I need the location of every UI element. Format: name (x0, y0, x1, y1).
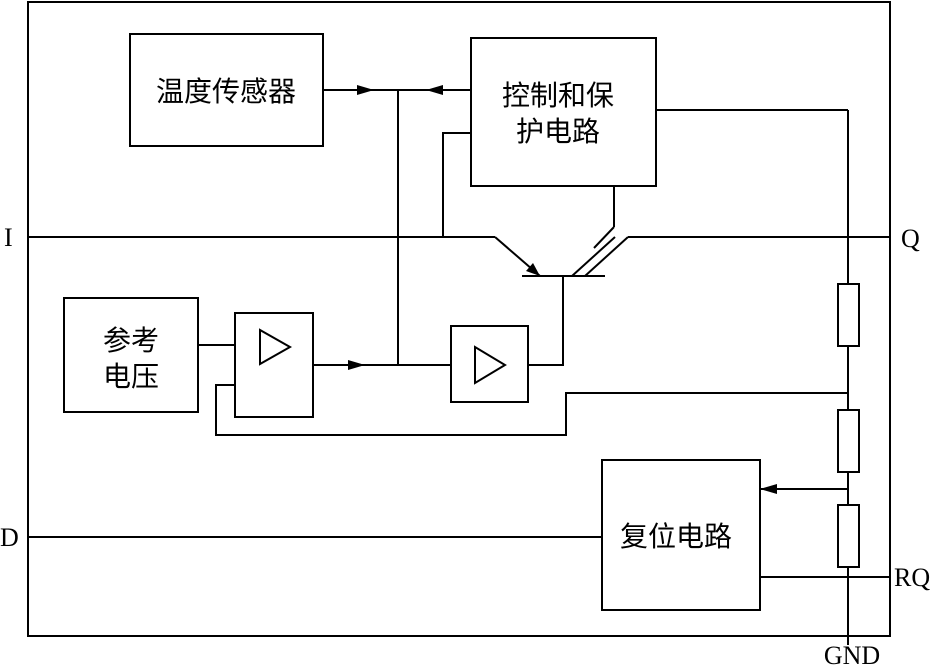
temperature-sensor-block (129, 33, 324, 147)
transistor-collector-2 (584, 236, 629, 277)
control-label-line1: 控制和保 (502, 79, 614, 112)
control-protection-block (470, 37, 657, 187)
resistor-1 (837, 283, 860, 347)
amplifier-1 (234, 312, 314, 418)
reset-circuit-block (601, 459, 761, 611)
amp1-output-arrow (348, 360, 365, 370)
pin-d-label: D (0, 523, 19, 552)
feedback-line (215, 384, 848, 436)
arrow-to-sensor (357, 85, 374, 95)
temp-sensor-label: 温度传感器 (156, 75, 296, 108)
resistor-2 (837, 409, 860, 473)
pin-q-label: Q (901, 224, 920, 253)
resistor-3 (837, 504, 860, 568)
input-sense-to-control (442, 132, 471, 237)
transistor-collector-1 (571, 236, 616, 277)
amplifier-1-symbol (259, 328, 293, 366)
reset-label: 复位电路 (620, 520, 732, 553)
control-to-transistor-diagonal (593, 226, 615, 249)
amplifier-2-symbol (474, 345, 507, 385)
chip-outline (27, 1, 891, 637)
reset-input-arrow (760, 484, 777, 494)
amplifier-2 (450, 325, 529, 403)
pin-i-label: I (4, 223, 13, 252)
emitter-arrow (526, 263, 540, 276)
pin-gnd-label: GND (824, 641, 880, 668)
arrow-from-control (426, 85, 443, 95)
reference-label-line1: 参考 (103, 324, 159, 357)
control-label-line2: 护电路 (516, 115, 600, 148)
amp2-to-base (528, 276, 564, 366)
reference-label-line2: 电压 (103, 360, 159, 393)
pin-rq-label: RQ (894, 563, 930, 592)
reference-voltage-block (63, 297, 199, 413)
